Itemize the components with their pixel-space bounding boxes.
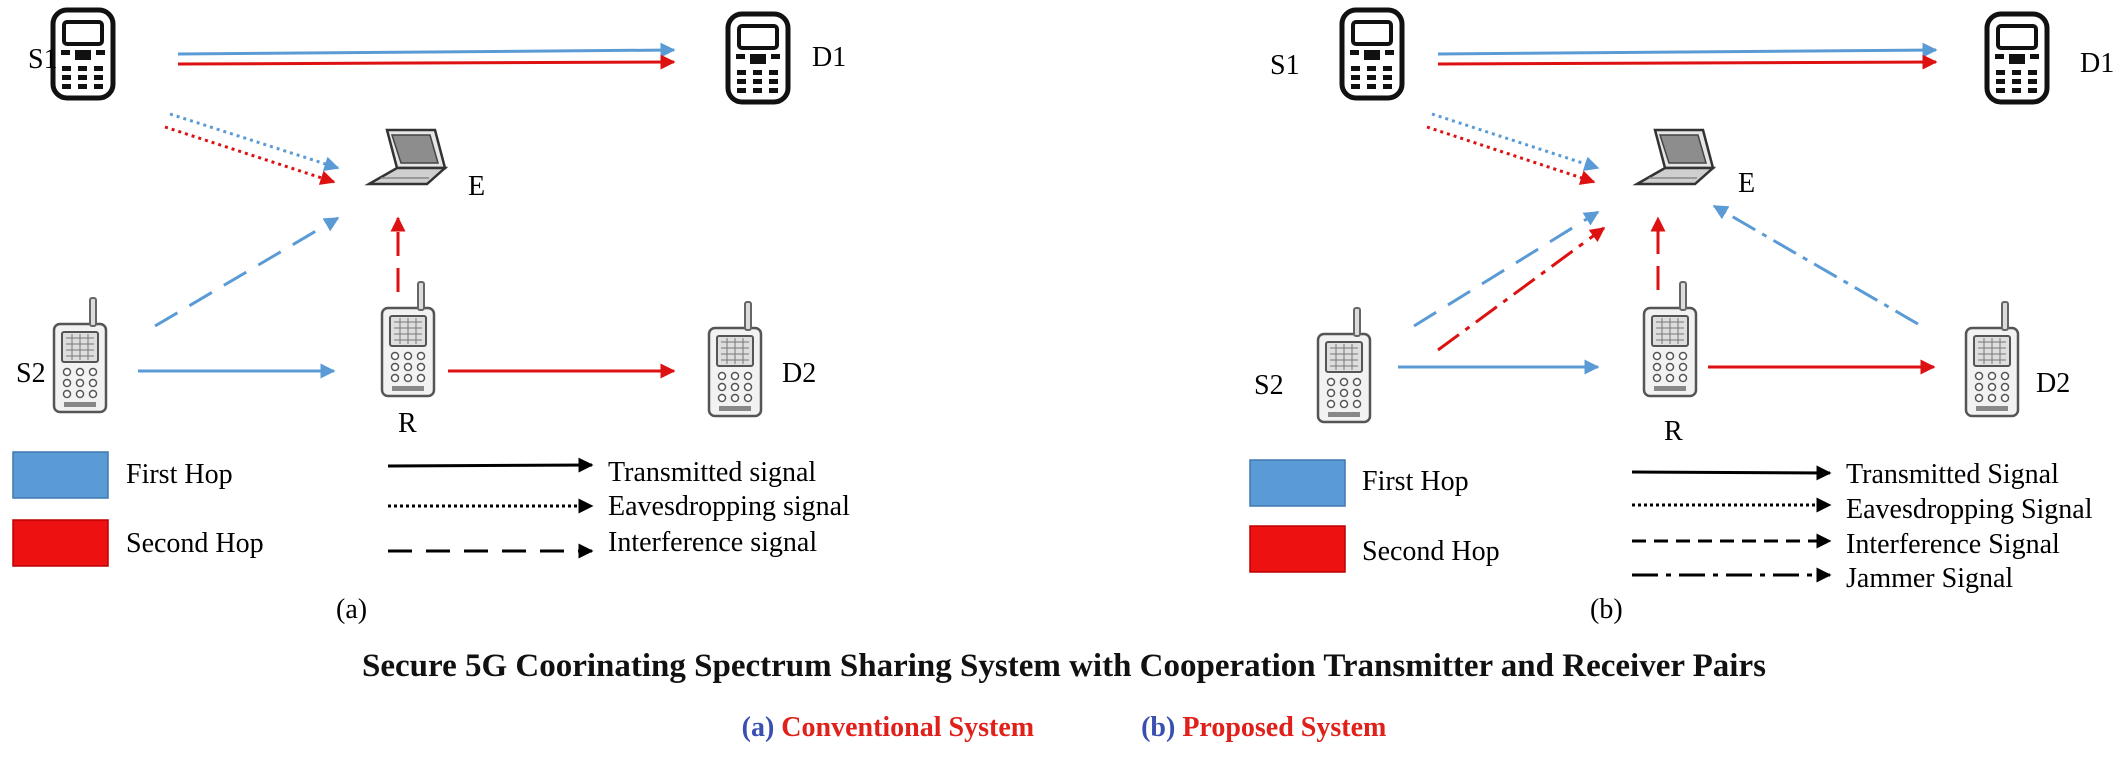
arrow-s1-e-eavesdrop-first (1431, 112, 1600, 171)
e-laptop-icon (367, 128, 447, 186)
arrow-s1-e-eavesdrop-second (1426, 125, 1596, 185)
node-label-e: E (468, 171, 485, 202)
legend-line-transmitted (387, 457, 594, 473)
legend-label-first-hop: First Hop (126, 459, 233, 490)
legend-label-second-hop: Second Hop (126, 528, 264, 559)
legend-label-eavesdropping: Eavesdropping signal (608, 491, 850, 522)
node-label-s1: S1 (1270, 50, 1300, 81)
node-label-r: R (398, 408, 417, 439)
node-label-d2: D2 (782, 358, 816, 389)
arrow-s2-e-interference (1413, 210, 1600, 328)
legend-swatch-first-hop (1249, 459, 1346, 507)
legend-swatch-second-hop (1249, 525, 1346, 573)
s2-walkie-talkie-icon (52, 296, 108, 414)
legend-label-interference: Interference signal (608, 527, 817, 558)
legend-label-second-hop: Second Hop (1362, 536, 1500, 567)
legend-label-eavesdropping: Eavesdropping Signal (1846, 494, 2093, 525)
node-label-s2: S2 (16, 358, 46, 389)
arrow-s1-d1-first-hop (1437, 42, 1938, 58)
figure-title: Secure 5G Coorinating Spectrum Sharing S… (362, 648, 1766, 684)
node-label-d2: D2 (2036, 368, 2070, 399)
s1-phone-icon (1342, 10, 1402, 98)
subcaption-b-letter: (b) (1141, 712, 1176, 743)
arrow-d2-e-jammer (1712, 204, 1919, 326)
arrow-s1-e-eavesdrop-first (169, 112, 340, 172)
legend-label-jammer: Jammer Signal (1846, 563, 2013, 594)
arrow-s1-d1-second-hop (177, 54, 676, 70)
node-label-s1: S1 (28, 44, 58, 75)
r-walkie-talkie-icon (380, 280, 436, 398)
subcaption-a-letter: (a) (741, 712, 775, 743)
d1-phone-icon (1987, 14, 2047, 102)
subcaption-b-name: Proposed System (1182, 712, 1387, 743)
panel-a: S1 D1 E S2 R D2 First Hop Second Hop Tra… (12, 10, 850, 625)
figure-subcaptions: (a) Conventional System (b) Proposed Sys… (0, 712, 2128, 744)
d2-walkie-talkie-icon (707, 300, 763, 418)
node-label-d1: D1 (2080, 48, 2114, 79)
panel-b-caption: (b) (1590, 594, 1623, 625)
node-label-e: E (1738, 168, 1755, 199)
subcaption-a: (a) Conventional System (742, 712, 1034, 744)
e-laptop-icon (1635, 128, 1715, 186)
legend-line-transmitted (1631, 465, 1832, 481)
s1-phone-icon (53, 10, 113, 98)
arrow-s1-e-eavesdrop-second (164, 125, 336, 185)
arrow-s2-e-jammer (1437, 226, 1606, 352)
arrow-s1-d1-second-hop (1437, 54, 1938, 70)
panel-a-caption: (a) (336, 594, 367, 625)
r-walkie-talkie-icon (1642, 280, 1698, 398)
arrow-s2-e-interference (154, 216, 340, 328)
node-label-r: R (1664, 416, 1683, 447)
legend-label-transmitted: Transmitted signal (608, 457, 816, 488)
subcaption-a-name: Conventional System (781, 712, 1035, 743)
subcaption-b: (b) Proposed System (1141, 712, 1386, 744)
legend-label-first-hop: First Hop (1362, 466, 1469, 497)
node-label-s2: S2 (1254, 370, 1284, 401)
legend-swatch-second-hop (12, 519, 109, 567)
legend-swatch-first-hop (12, 451, 109, 499)
legend-label-interference: Interference Signal (1846, 529, 2060, 560)
d1-phone-icon (728, 14, 788, 102)
d2-walkie-talkie-icon (1964, 300, 2020, 418)
node-label-d1: D1 (812, 42, 846, 73)
panel-b: S1 D1 E S2 R D2 First Hop Second Hop Tra… (1249, 10, 2114, 625)
arrow-s1-d1-first-hop (177, 42, 676, 58)
legend-label-transmitted: Transmitted Signal (1846, 459, 2059, 490)
s2-walkie-talkie-icon (1316, 306, 1372, 424)
